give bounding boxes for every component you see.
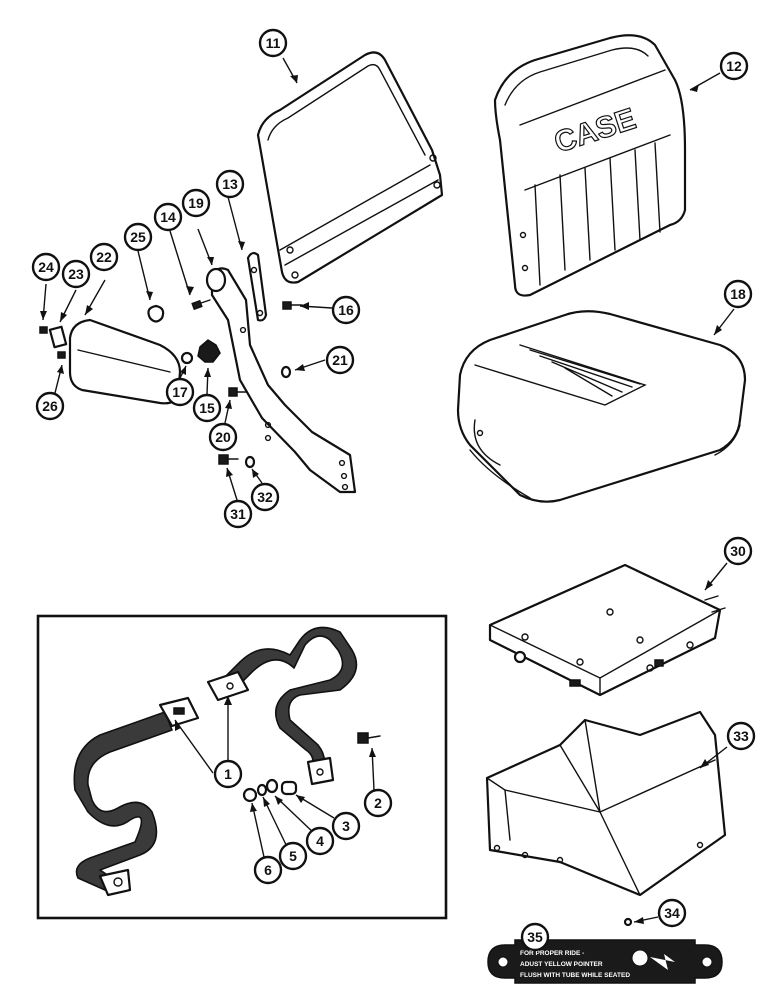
callout-5: 5 xyxy=(278,841,308,871)
callout-15: 15 xyxy=(192,393,222,423)
svg-text:26: 26 xyxy=(42,398,58,414)
callout-24: 24 xyxy=(31,252,61,282)
hardware-bolt-16 xyxy=(282,301,303,310)
callout-18: 18 xyxy=(723,279,753,309)
hardware-bolt-14 xyxy=(191,299,211,311)
svg-text:2: 2 xyxy=(374,795,382,811)
svg-text:24: 24 xyxy=(38,259,54,275)
hardware-bolt-20 xyxy=(228,387,248,397)
decal-line-3: FLUSH WITH TUBE WHILE SEATED xyxy=(520,972,630,979)
callout-35: 35 xyxy=(520,922,550,952)
callout-2: 2 xyxy=(363,788,393,818)
armrest-bracket xyxy=(205,267,357,494)
backrest-cushion: CASE xyxy=(493,34,687,297)
callout-32: 32 xyxy=(250,482,280,512)
hardware-bolt-31 xyxy=(218,454,239,465)
belt-washer-4 xyxy=(265,778,279,794)
svg-text:5: 5 xyxy=(289,848,297,864)
hardware-clip-25 xyxy=(147,304,165,323)
decal-line-1: FOR PROPER RIDE - xyxy=(520,950,584,957)
svg-text:22: 22 xyxy=(96,249,112,265)
svg-text:13: 13 xyxy=(222,176,238,192)
svg-text:23: 23 xyxy=(68,266,84,282)
callout-16: 16 xyxy=(331,295,361,325)
seat-cushion xyxy=(456,310,747,503)
belt-bolt-2 xyxy=(357,732,381,744)
callout-30: 30 xyxy=(723,536,753,566)
svg-text:15: 15 xyxy=(199,400,215,416)
svg-text:30: 30 xyxy=(730,543,746,559)
callout-34: 34 xyxy=(657,898,687,928)
hardware-plate-23 xyxy=(48,325,68,349)
suspension-boot xyxy=(485,710,727,897)
svg-text:12: 12 xyxy=(726,58,742,74)
decal-line-2: ADUST YELLOW POINTER xyxy=(520,961,603,968)
callout-19: 19 xyxy=(181,188,211,218)
hardware-washer-32 xyxy=(244,455,256,469)
armrest-pad xyxy=(68,318,182,405)
callout-12: 12 xyxy=(719,51,749,81)
hardware-knob-15 xyxy=(197,339,221,363)
svg-text:25: 25 xyxy=(130,229,146,245)
belt-lockwasher-5 xyxy=(256,783,268,797)
callout-26: 26 xyxy=(35,391,65,421)
link-plate xyxy=(246,251,268,322)
svg-text:1: 1 xyxy=(224,766,232,782)
svg-text:18: 18 xyxy=(730,286,746,302)
ride-adjust-decal: FOR PROPER RIDE - ADUST YELLOW POINTER F… xyxy=(487,939,723,984)
svg-text:6: 6 xyxy=(264,862,272,878)
svg-text:4: 4 xyxy=(316,833,324,849)
svg-text:17: 17 xyxy=(172,384,188,400)
seat-back-frame xyxy=(256,51,444,284)
leader-lines xyxy=(40,57,735,924)
callout-20: 20 xyxy=(208,422,238,452)
svg-text:32: 32 xyxy=(257,489,273,505)
callout-4: 4 xyxy=(305,826,335,856)
hardware-screw-26 xyxy=(57,351,66,359)
hardware-screw-24 xyxy=(39,326,48,334)
callout-11: 11 xyxy=(258,28,288,58)
hardware-washer-21 xyxy=(280,365,292,379)
callout-33: 33 xyxy=(726,721,756,751)
callout-21: 21 xyxy=(325,345,355,375)
svg-text:34: 34 xyxy=(664,905,680,921)
belt-nut-6 xyxy=(242,787,258,803)
svg-text:11: 11 xyxy=(266,35,281,51)
hardware-nut-17 xyxy=(180,351,194,365)
svg-text:20: 20 xyxy=(215,429,231,445)
callout-3: 3 xyxy=(331,811,361,841)
callout-1: 1 xyxy=(213,759,243,789)
svg-text:14: 14 xyxy=(160,209,176,225)
callout-6: 6 xyxy=(253,855,283,885)
hardware-screw-34 xyxy=(623,917,633,927)
svg-text:21: 21 xyxy=(332,352,348,368)
callout-31: 31 xyxy=(223,499,253,529)
svg-text:19: 19 xyxy=(188,195,204,211)
belt-spacer-3 xyxy=(280,780,298,796)
svg-text:35: 35 xyxy=(527,929,543,945)
svg-text:3: 3 xyxy=(342,818,350,834)
callout-14: 14 xyxy=(153,202,183,232)
callout-17: 17 xyxy=(165,377,195,407)
callout-13: 13 xyxy=(215,169,245,199)
svg-text:16: 16 xyxy=(338,302,354,318)
callout-23: 23 xyxy=(61,259,91,289)
suspension-plate xyxy=(488,563,726,697)
svg-text:31: 31 xyxy=(230,506,246,522)
svg-text:33: 33 xyxy=(733,728,749,744)
seat-belt-panel xyxy=(36,614,448,920)
callout-22: 22 xyxy=(89,242,119,272)
callout-25: 25 xyxy=(123,222,153,252)
